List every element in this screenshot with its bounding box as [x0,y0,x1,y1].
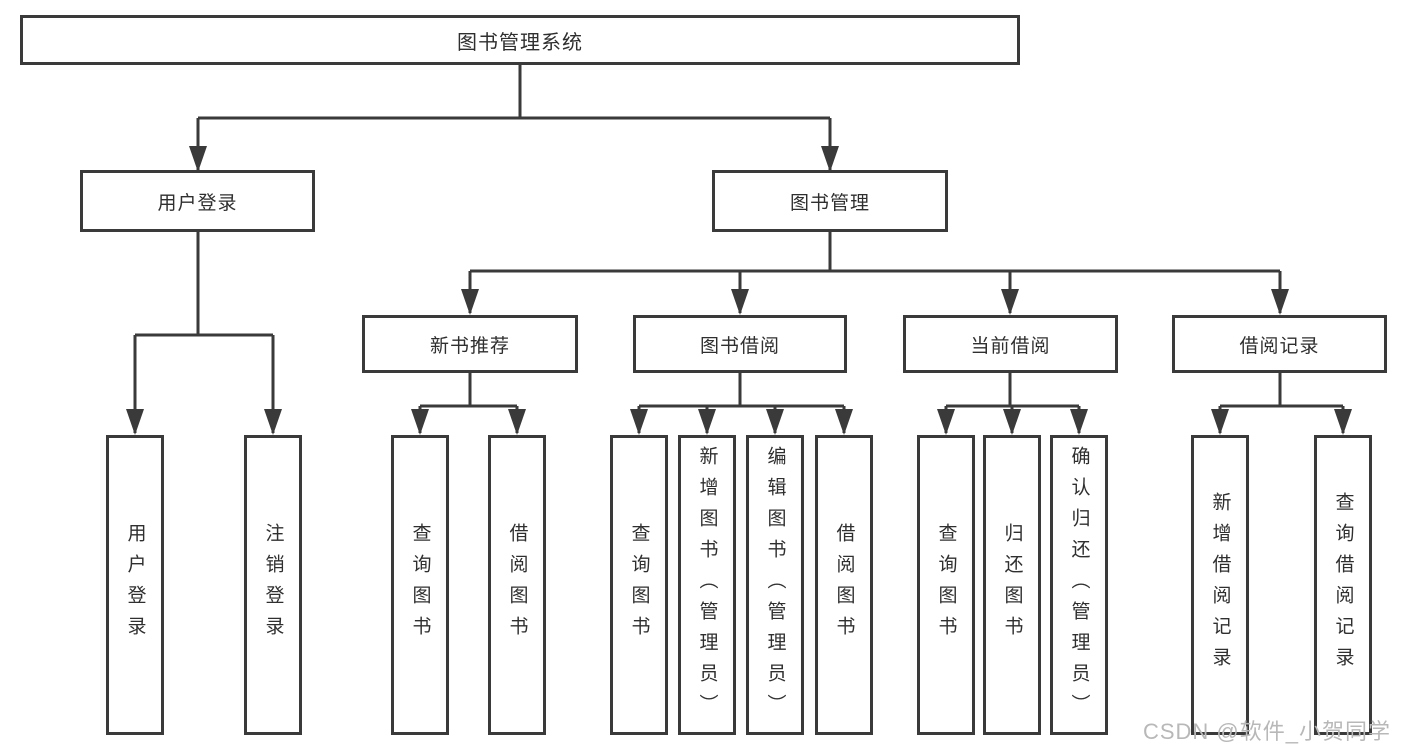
leaf-borrow-books-recommend: 借阅图书 [488,435,546,735]
leaf-confirm-return-admin: 确认归还（管理员） [1050,435,1108,735]
node-new-book-recommend-label: 新书推荐 [429,335,510,357]
leaf-edit-books-admin: 编辑图书（管理员） [746,435,804,735]
leaf-user-login: 用户登录 [106,435,164,735]
leaf-confirm-return-admin-label: 确认归还（管理员） [1068,445,1090,725]
node-root: 图书管理系统 [20,15,1020,65]
leaf-query-books-current-label: 查询图书 [935,523,957,647]
node-book-management: 图书管理 [712,170,948,232]
node-book-borrow-label: 图书借阅 [699,335,780,357]
node-new-book-recommend: 新书推荐 [362,315,578,373]
leaf-add-books-admin: 新增图书（管理员） [678,435,736,735]
node-user-login-label: 用户登录 [157,192,238,214]
node-current-borrow: 当前借阅 [903,315,1118,373]
node-root-label: 图书管理系统 [457,31,583,54]
leaf-query-books-borrow: 查询图书 [610,435,668,735]
leaf-borrow-books-recommend-label: 借阅图书 [506,523,528,647]
leaf-add-books-admin-label: 新增图书（管理员） [696,445,718,725]
leaf-logout: 注销登录 [244,435,302,735]
leaf-query-borrow-record-label: 查询借阅记录 [1332,492,1354,678]
watermark: CSDN @软件_小贺同学 [1142,719,1391,744]
node-borrow-records-label: 借阅记录 [1239,335,1320,357]
node-book-borrow: 图书借阅 [633,315,847,373]
leaf-query-books-recommend: 查询图书 [391,435,449,735]
leaf-query-books-borrow-label: 查询图书 [628,523,650,647]
node-book-management-label: 图书管理 [789,192,870,214]
leaf-borrow-books-label: 借阅图书 [833,523,855,647]
leaf-edit-books-admin-label: 编辑图书（管理员） [764,445,786,725]
leaf-add-borrow-record-label: 新增借阅记录 [1209,492,1231,678]
arrowheads [126,146,1352,435]
leaf-borrow-books: 借阅图书 [815,435,873,735]
leaf-return-books: 归还图书 [983,435,1041,735]
leaf-add-borrow-record: 新增借阅记录 [1191,435,1249,735]
node-borrow-records: 借阅记录 [1172,315,1387,373]
leaf-query-books-recommend-label: 查询图书 [409,523,431,647]
node-current-borrow-label: 当前借阅 [970,335,1051,357]
leaf-query-borrow-record: 查询借阅记录 [1314,435,1372,735]
node-user-login: 用户登录 [80,170,315,232]
leaf-logout-label: 注销登录 [262,523,284,647]
leaf-user-login-label: 用户登录 [124,523,146,647]
leaf-return-books-label: 归还图书 [1001,523,1023,647]
leaf-query-books-current: 查询图书 [917,435,975,735]
